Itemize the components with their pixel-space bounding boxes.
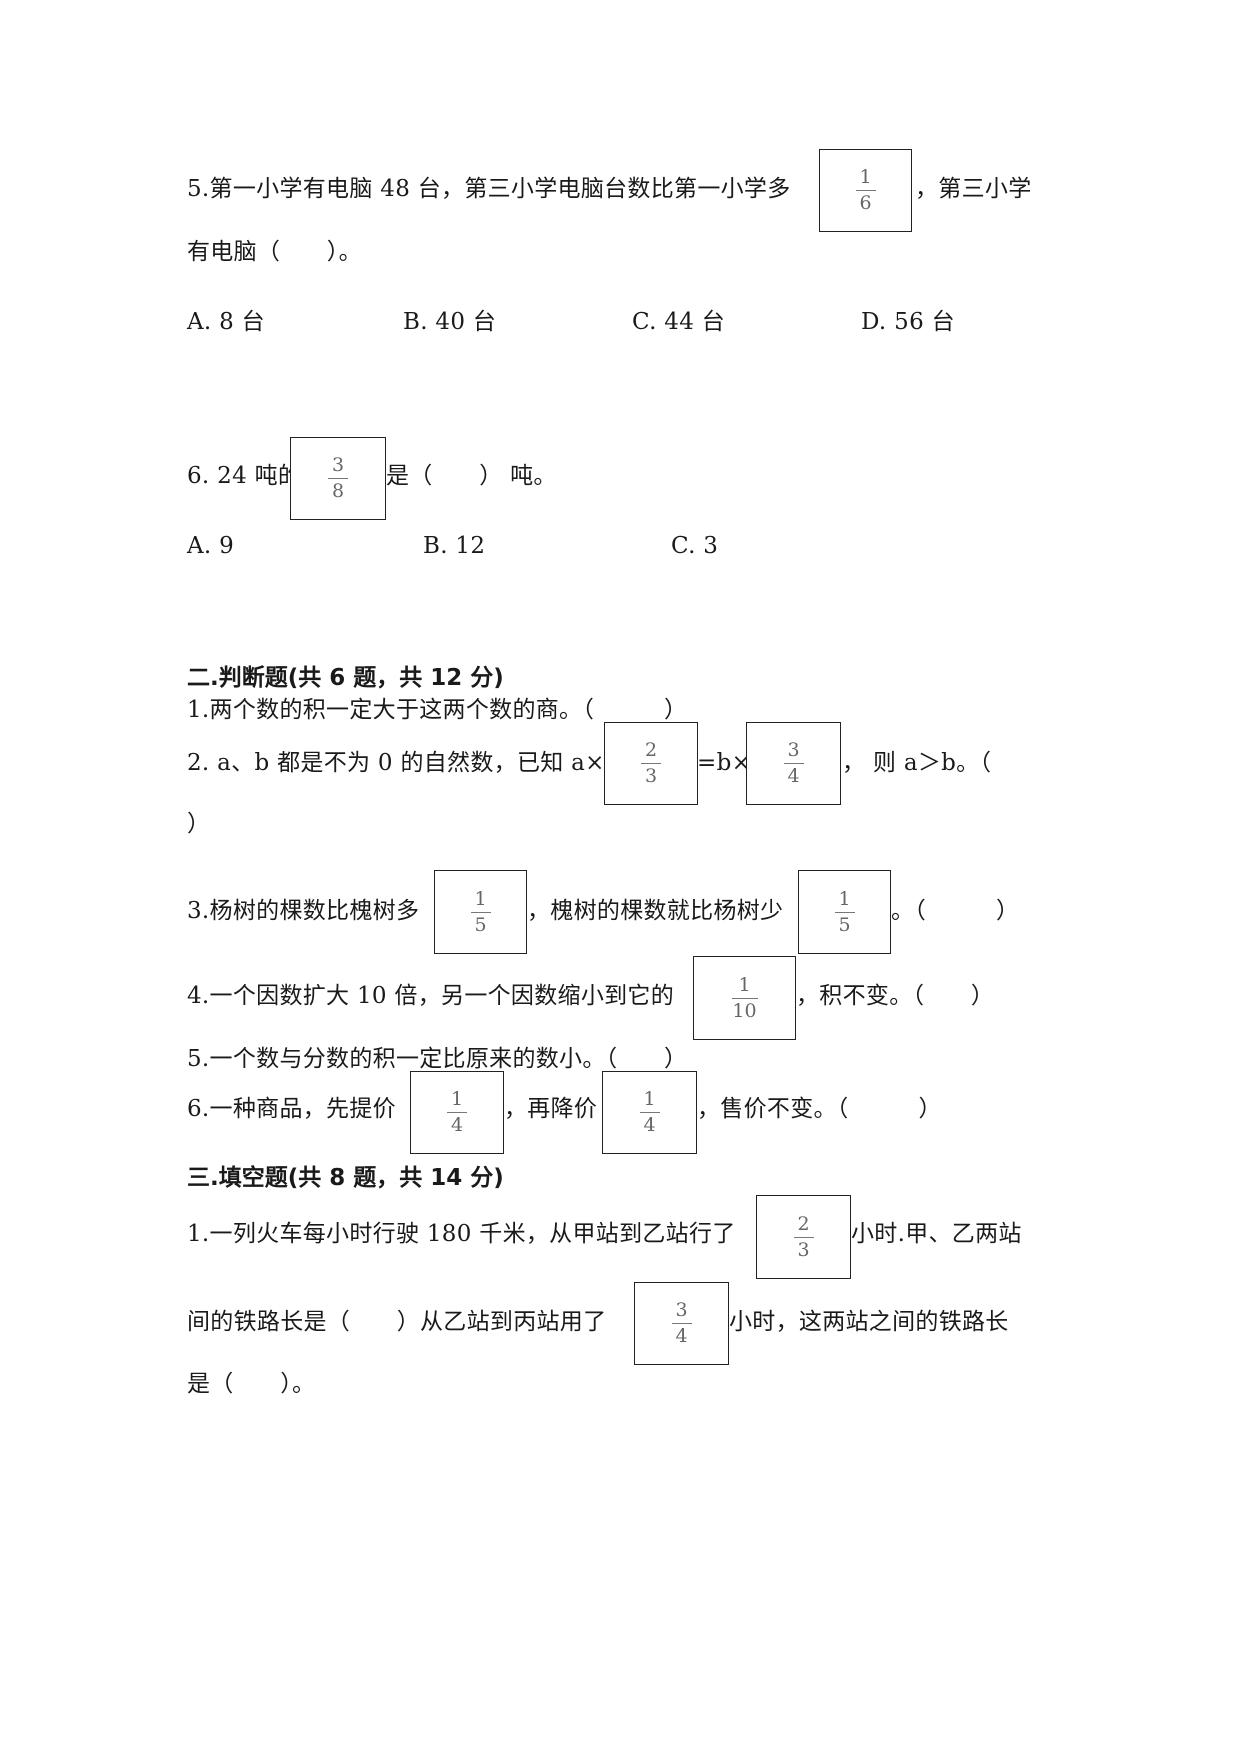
q6-option-c: C. 3 [671, 533, 719, 559]
fill-q1-line2-pre: 间的铁路长是（ ）从乙站到丙站用了 [187, 1309, 607, 1335]
q6-text-post: 是（ ） 吨。 [386, 463, 557, 489]
section2-heading: 二.判断题(共 6 题，共 12 分) [187, 665, 504, 691]
judge-q1: 1.两个数的积一定大于这两个数的商。（ ） [187, 697, 688, 723]
judge-q3-pre: 3.杨树的棵数比槐树多 [187, 898, 420, 924]
q5-option-c: C. 44 台 [632, 309, 726, 335]
q5-line2-text: 有电脑（ ）。 [187, 239, 362, 265]
judge-q2-line2: ） [187, 811, 211, 837]
numerator: 1 [859, 166, 872, 188]
numerator: 1 [643, 1088, 656, 1110]
q5-option-b: B. 40 台 [403, 309, 497, 335]
numerator: 1 [450, 1088, 464, 1110]
denominator: 5 [474, 913, 487, 936]
numerator: 3 [787, 739, 800, 761]
q5-option-a: A. 8 台 [187, 309, 265, 335]
section3-heading: 三.填空题(共 8 题，共 14 分) [187, 1165, 504, 1191]
denominator: 8 [331, 480, 345, 502]
denominator: 10 [732, 999, 757, 1022]
q5-line1-text: 5.第一小学有电脑 48 台，第三小学电脑台数比第一小学多 [187, 176, 791, 202]
denominator: 4 [450, 1114, 464, 1136]
q5-option-d: D. 56 台 [861, 309, 955, 335]
denominator: 4 [675, 1325, 688, 1347]
judge-q3-post: 。（ ） [891, 898, 1020, 924]
denominator: 3 [644, 765, 658, 787]
numerator: 1 [838, 887, 851, 910]
fill-q1-line1-post: 小时.甲、乙两站 [851, 1221, 1022, 1247]
denominator: 3 [797, 1238, 810, 1261]
denominator: 5 [838, 913, 851, 936]
judge-q4-pre: 4.一个因数扩大 10 倍，另一个因数缩小到它的 [187, 983, 675, 1009]
numerator: 3 [331, 454, 345, 476]
q6-option-a: A. 9 [187, 533, 235, 559]
judge-q6-post: ，售价不变。（ ） [697, 1096, 942, 1122]
q5-line1-tail: ，第三小学 [915, 176, 1032, 202]
numerator: 2 [644, 739, 658, 761]
judge-q5: 5.一个数与分数的积一定比原来的数小。（ ） [187, 1046, 688, 1072]
denominator: 4 [787, 765, 800, 787]
judge-q6-mid: ，再降价 [504, 1096, 598, 1122]
q6-option-b: B. 12 [423, 533, 486, 559]
judge-q2-pre: 2. a、b 都是不为 0 的自然数，已知 a× [187, 750, 605, 776]
judge-q2-post: ， 则 a＞b。（ [842, 750, 992, 776]
numerator: 3 [675, 1299, 688, 1321]
numerator: 1 [474, 887, 487, 910]
judge-q4-post: ，积不变。（ ） [796, 983, 995, 1009]
q6-text-pre: 6. 24 吨的 [187, 463, 302, 489]
judge-q2-mid: =b× [697, 750, 752, 776]
fill-q1-line2-post: 小时，这两站之间的铁路长 [729, 1309, 1009, 1335]
numerator: 2 [797, 1212, 810, 1235]
judge-q6-pre: 6.一种商品，先提价 [187, 1096, 396, 1122]
judge-q3-mid: ，槐树的棵数就比杨树少 [527, 898, 784, 924]
numerator: 1 [738, 973, 751, 996]
denominator: 6 [859, 192, 872, 214]
denominator: 4 [643, 1114, 656, 1136]
fill-q1-line3: 是（ ）。 [187, 1371, 316, 1397]
fill-q1-line1-pre: 1.一列火车每小时行驶 180 千米，从甲站到乙站行了 [187, 1221, 736, 1247]
